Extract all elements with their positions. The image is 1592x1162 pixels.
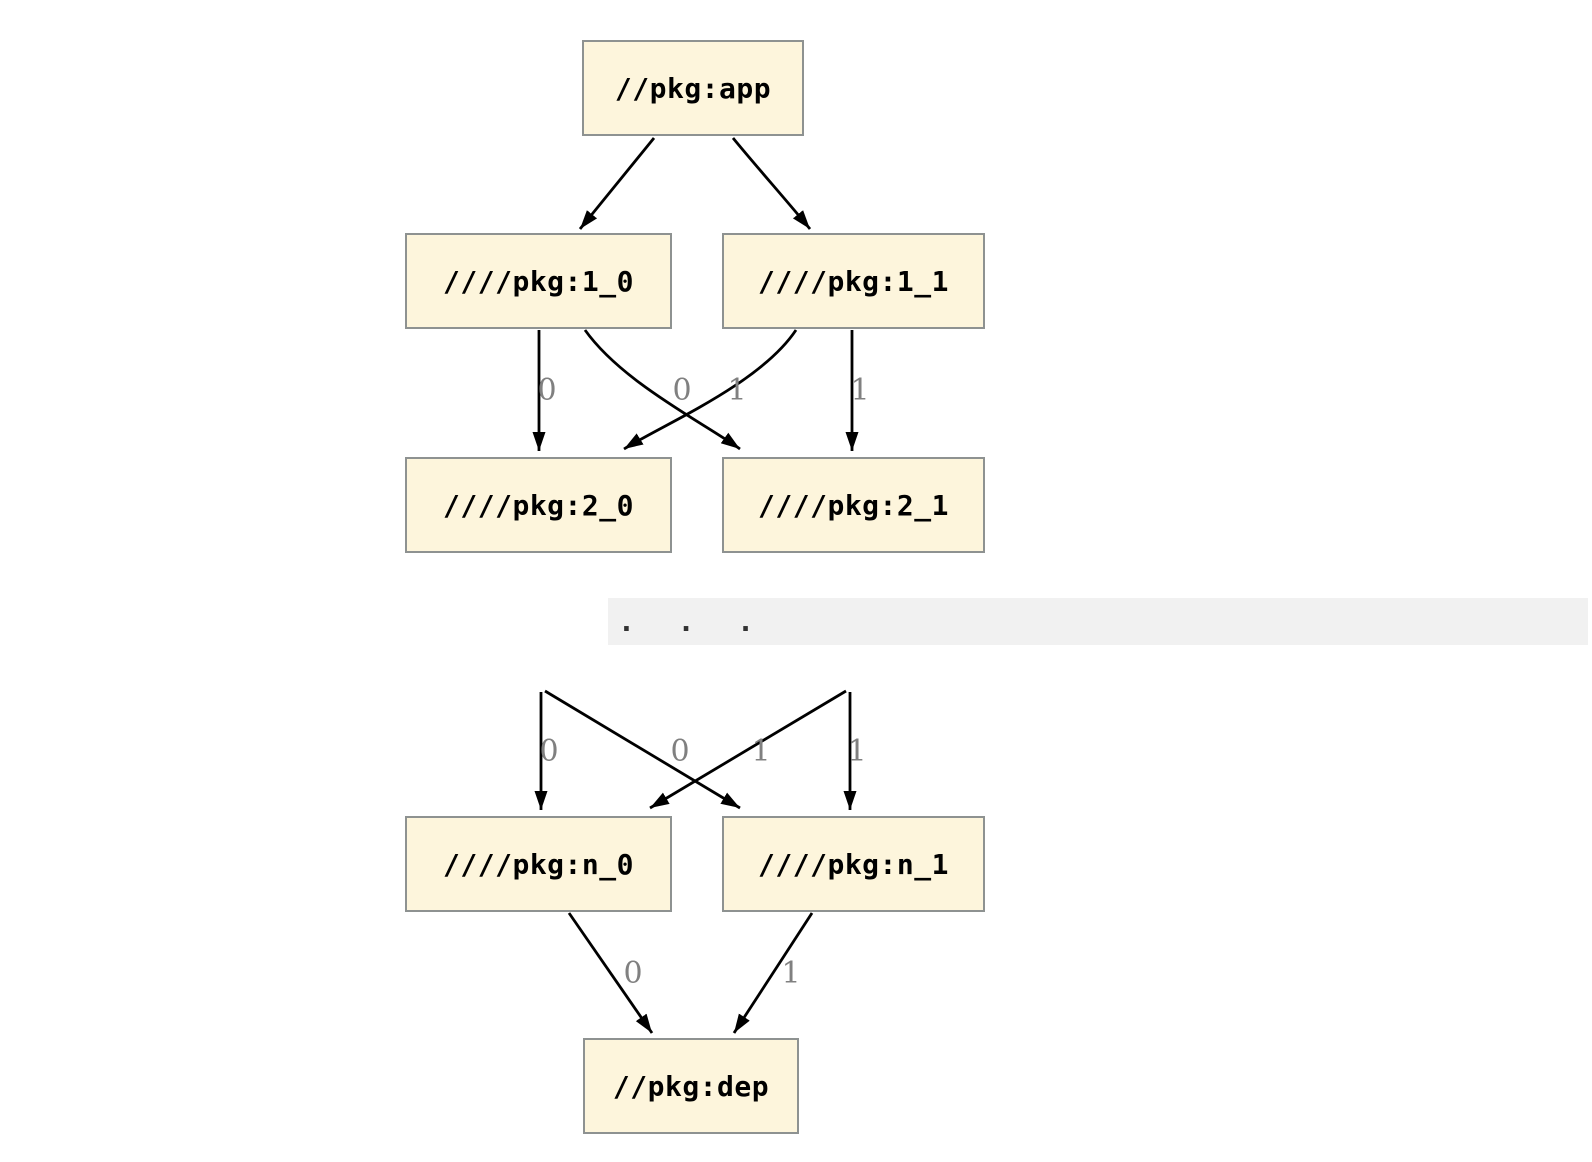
node-pkg-1-1: ////pkg:1_1	[722, 233, 985, 329]
node-pkg-app: //pkg:app	[582, 40, 804, 136]
edge-label: 1	[751, 734, 771, 769]
edge-n-0-to-dep	[567, 912, 654, 1034]
edge-label: 1	[781, 956, 801, 991]
edge-label: 1	[850, 373, 870, 408]
edge-label: 1	[727, 373, 747, 408]
node-pkg-n-0: ////pkg:n_0	[405, 816, 672, 912]
edge-1-0-to-2-1-cross	[583, 329, 741, 451]
edge-label: 1	[847, 734, 867, 769]
node-pkg-n-1: ////pkg:n_1	[722, 816, 985, 912]
node-pkg-dep: //pkg:dep	[583, 1038, 799, 1134]
ellipsis-text: . . .	[618, 605, 758, 638]
edge-ellipsis-to-n-0-cross	[649, 689, 847, 810]
edge-label: 0	[537, 373, 557, 408]
edge-label: 0	[672, 373, 692, 408]
edge-label: 0	[623, 956, 643, 991]
node-pkg-2-0: ////pkg:2_0	[405, 457, 672, 553]
edge-1-1-to-2-0-cross	[623, 329, 798, 451]
edge-app-to-1-0	[578, 137, 656, 230]
edge-app-to-1-1	[731, 137, 812, 230]
node-pkg-1-0: ////pkg:1_0	[405, 233, 672, 329]
node-pkg-2-1: ////pkg:2_1	[722, 457, 985, 553]
edge-n-1-to-dep	[732, 912, 814, 1034]
edge-ellipsis-to-n-1-cross	[544, 689, 741, 810]
edge-label: 0	[670, 734, 690, 769]
edge-label: 0	[539, 734, 559, 769]
ellipsis-bar: . . .	[608, 598, 1588, 645]
